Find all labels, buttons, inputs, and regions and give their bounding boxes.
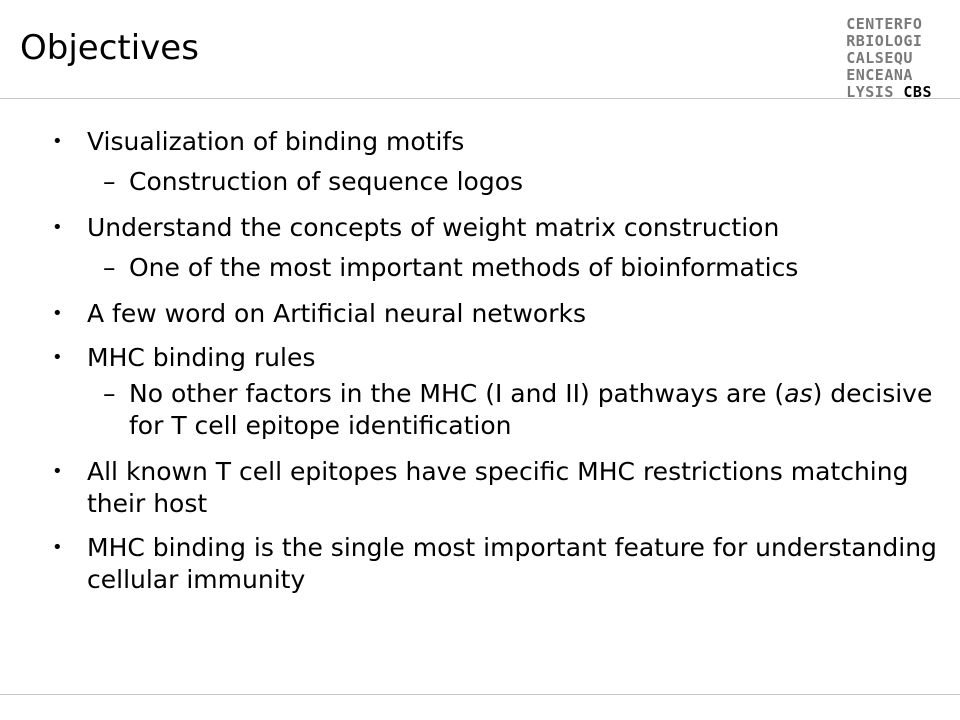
slide-title: Objectives <box>20 28 199 68</box>
bullet-item: Visualization of binding motifs <box>50 126 940 158</box>
sub-bullet-item: One of the most important methods of bio… <box>50 252 940 284</box>
top-divider <box>0 98 960 99</box>
bullet-item: Understand the concepts of weight matrix… <box>50 212 940 244</box>
sub-bullet-item: No other factors in the MHC (I and II) p… <box>50 378 940 442</box>
emphasis-text: as <box>784 379 813 408</box>
bullet-item: MHC binding rules <box>50 342 940 374</box>
logo-line: LYSIS CBS <box>846 83 932 101</box>
sub-bullet-item: Construction of sequence logos <box>50 166 940 198</box>
bullet-item: A few word on Artificial neural networks <box>50 298 940 330</box>
logo-accent: CBS <box>903 83 932 101</box>
logo-line: ENCEANA <box>846 66 913 84</box>
bottom-divider <box>0 694 960 695</box>
bullet-item: MHC binding is the single most important… <box>50 532 940 596</box>
logo-line: CENTERFO <box>846 15 923 33</box>
bullet-list: Visualization of binding motifs Construc… <box>50 126 940 608</box>
bullet-item: All known T cell epitopes have specific … <box>50 456 940 520</box>
logo-line: RBIOLOGI <box>846 32 923 50</box>
logo-line: CALSEQU <box>846 49 913 67</box>
cbs-logo: CENTERFO RBIOLOGI CALSEQU ENCEANA LYSIS … <box>846 16 932 101</box>
